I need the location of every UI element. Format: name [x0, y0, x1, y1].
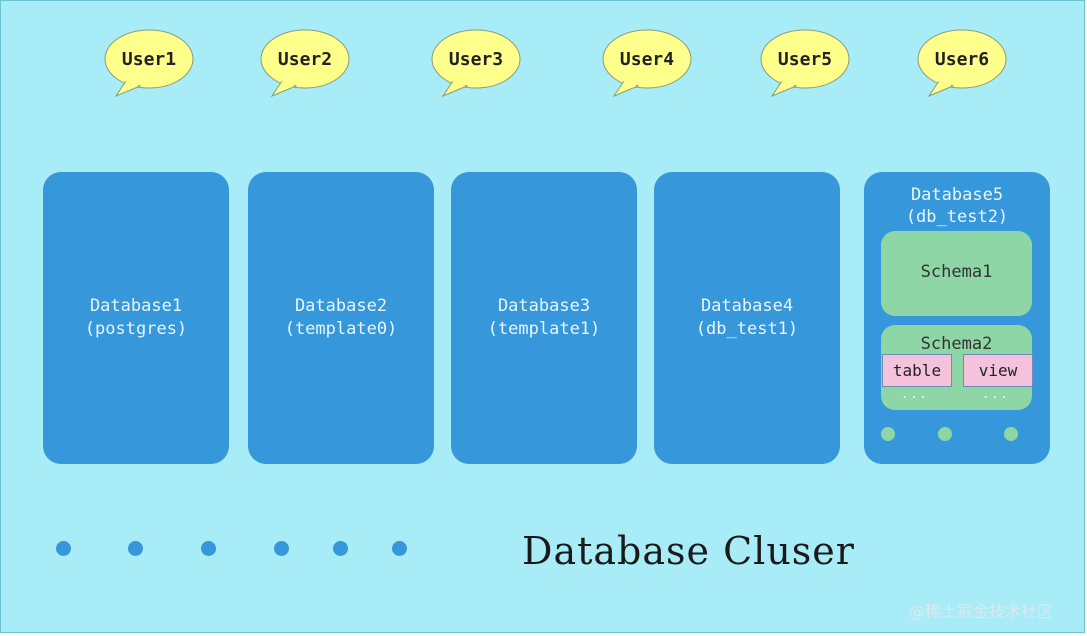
database-subtitle: (db_test1) [695, 319, 799, 339]
more-dot [201, 541, 216, 556]
database-subtitle: (db_test2) [905, 207, 1009, 227]
database-name: Database3 [497, 296, 591, 316]
view-object: view [963, 354, 1033, 387]
speech-bubble-shape [104, 29, 194, 98]
database-block: Database3 (template1) [451, 172, 637, 464]
speech-bubble-shape [760, 29, 850, 98]
database-name: Database2 [294, 296, 388, 316]
more-dot [938, 427, 952, 441]
schema-block: Schema2 table view ... ... [881, 325, 1033, 410]
user-label: User2 [277, 49, 333, 70]
speech-bubble-shape [260, 29, 350, 98]
user-bubble: User3 [431, 29, 531, 99]
speech-bubble-shape [602, 29, 692, 98]
speech-bubble-shape [431, 29, 521, 98]
database-subtitle: (template1) [487, 319, 601, 339]
database-block-expanded: Database5 (db_test2) Schema1 Schema2 tab… [864, 172, 1050, 464]
database-block: Database1 (postgres) [43, 172, 229, 464]
ellipsis: ... [901, 387, 929, 401]
database-block: Database4 (db_test1) [654, 172, 840, 464]
schema-name: Schema2 [920, 334, 993, 354]
user-bubble: User5 [760, 29, 860, 99]
database-block: Database2 (template0) [248, 172, 434, 464]
more-dot [56, 541, 71, 556]
schema-block: Schema1 [881, 231, 1032, 316]
user-label: User4 [619, 49, 675, 70]
user-bubble: User6 [917, 29, 1017, 99]
user-bubble: User2 [260, 29, 360, 99]
more-dot [881, 427, 895, 441]
more-dot [274, 541, 289, 556]
more-dot [392, 541, 407, 556]
database-name: Database5 [910, 185, 1004, 205]
user-bubble: User4 [602, 29, 702, 99]
ellipsis: ... [982, 387, 1010, 401]
database-name: Database1 [89, 296, 183, 316]
table-object: table [882, 354, 952, 387]
speech-bubble-shape [917, 29, 1007, 98]
schema-name: Schema1 [920, 262, 993, 282]
user-label: User3 [448, 49, 504, 70]
user-bubble: User1 [104, 29, 204, 99]
watermark: @稀土掘金技术社区 [909, 602, 1054, 621]
user-label: User6 [934, 49, 990, 70]
user-label: User1 [121, 49, 177, 70]
database-name: Database4 [700, 296, 794, 316]
database-subtitle: (template0) [284, 319, 398, 339]
more-dot [128, 541, 143, 556]
database-title: Database5 (db_test2) [864, 184, 1050, 228]
more-dot [333, 541, 348, 556]
user-label: User5 [777, 49, 833, 70]
database-subtitle: (postgres) [84, 319, 188, 339]
more-dot [1004, 427, 1018, 441]
cluster-title: Database Cluser [522, 529, 855, 573]
